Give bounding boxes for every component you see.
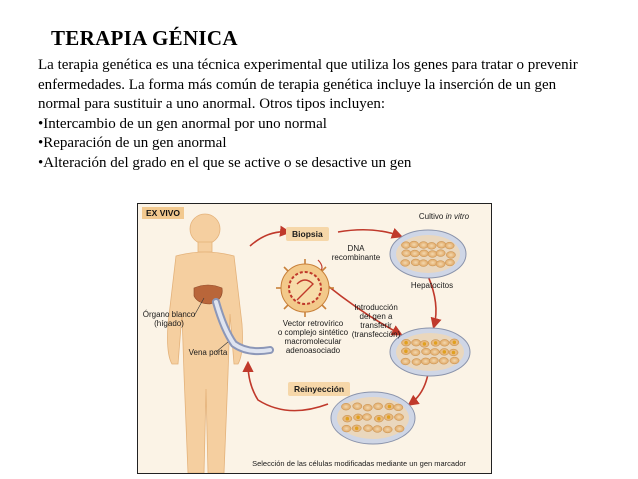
intro-paragraph: La terapia genética es una técnica exper…: [38, 56, 598, 115]
recombinant-label: recombinante: [326, 253, 386, 262]
marked-cell: [434, 341, 438, 345]
cell: [401, 260, 410, 267]
bullet-item: •Alteración del grado en el que se activ…: [38, 154, 598, 174]
cell: [412, 339, 421, 346]
target-organ-label: Órgano blanco: [138, 310, 200, 319]
cell: [362, 414, 371, 421]
marked-cell: [356, 416, 360, 420]
cell: [374, 403, 383, 410]
cell: [419, 242, 428, 249]
marked-cell: [404, 349, 408, 353]
cell: [436, 250, 445, 257]
ex-vivo-badge: EX VIVO: [142, 207, 184, 219]
hepatocytes-label: Hepatocitos: [402, 281, 462, 290]
cell: [427, 242, 436, 249]
arrow-to-culture: [338, 230, 400, 236]
cell: [439, 357, 448, 364]
arrow-dish-to-selection: [410, 374, 428, 404]
biopsy-tag: Biopsia: [286, 227, 329, 241]
vector-virus: [276, 259, 334, 317]
bullet-item: •Intercambio de un gen anormal por uno n…: [38, 115, 598, 135]
cell: [409, 241, 418, 248]
portal-vein-label: Vena porta: [178, 348, 238, 357]
cell: [394, 404, 403, 411]
cell: [341, 403, 350, 410]
target-organ-sub: (hígado): [138, 319, 200, 328]
marked-cell: [355, 427, 359, 431]
cell: [412, 359, 421, 366]
cell: [411, 349, 420, 356]
cell: [353, 403, 362, 410]
marked-cell: [453, 341, 457, 345]
cell: [373, 426, 382, 433]
cell: [440, 339, 449, 346]
cell: [421, 358, 430, 365]
cell: [446, 252, 455, 259]
marked-cell: [452, 351, 456, 355]
cell: [428, 251, 437, 258]
cell: [363, 404, 372, 411]
marked-cell: [387, 415, 391, 419]
cell: [445, 259, 454, 266]
cell: [363, 425, 372, 432]
cell: [342, 425, 351, 432]
transfection-label-3: transferir: [346, 321, 406, 330]
marked-cell: [346, 417, 350, 421]
marked-cell: [388, 405, 392, 409]
body-text: La terapia genética es una técnica exper…: [38, 56, 598, 174]
transfection-label-1: Introducción: [346, 303, 406, 312]
reinjection-tag: Reinyección: [288, 382, 350, 396]
gene-therapy-figure: EX VIVO Biopsia DNA recombinante Cultivo…: [137, 203, 492, 474]
cell: [429, 357, 438, 364]
cell: [402, 250, 411, 257]
transfection-label-4: (transfección): [346, 330, 406, 339]
cell: [395, 425, 404, 432]
culture-label: Cultivo in vitro: [408, 212, 480, 221]
cell: [419, 260, 428, 267]
selection-caption: Selección de las células modificadas med…: [234, 459, 484, 468]
cell: [436, 261, 445, 268]
transfection-label-2: del gen a: [346, 312, 406, 321]
vector-label-3: macromolecular: [268, 337, 358, 346]
arrow-to-biopsy: [250, 232, 288, 246]
cell: [419, 250, 428, 257]
vector-label-4: adenoasociado: [268, 346, 358, 355]
marked-cell: [423, 342, 427, 346]
cell: [450, 357, 459, 364]
page-title: TERAPIA GÉNICA: [51, 26, 238, 51]
cell: [410, 250, 419, 257]
dna-label: DNA: [334, 244, 378, 253]
marked-cell: [404, 341, 408, 345]
cell: [401, 358, 410, 365]
vector-label-2: o complejo sintético: [268, 328, 358, 337]
marked-cell: [443, 350, 447, 354]
bullet-item: •Reparación de un gen anormal: [38, 134, 598, 154]
marked-cell: [377, 417, 381, 421]
cell: [445, 242, 454, 249]
cell: [383, 426, 392, 433]
cell: [394, 414, 403, 421]
cell: [437, 241, 446, 248]
vector-label-1: Vector retrovírico: [268, 319, 358, 328]
cell: [430, 349, 439, 356]
cell: [422, 348, 431, 355]
